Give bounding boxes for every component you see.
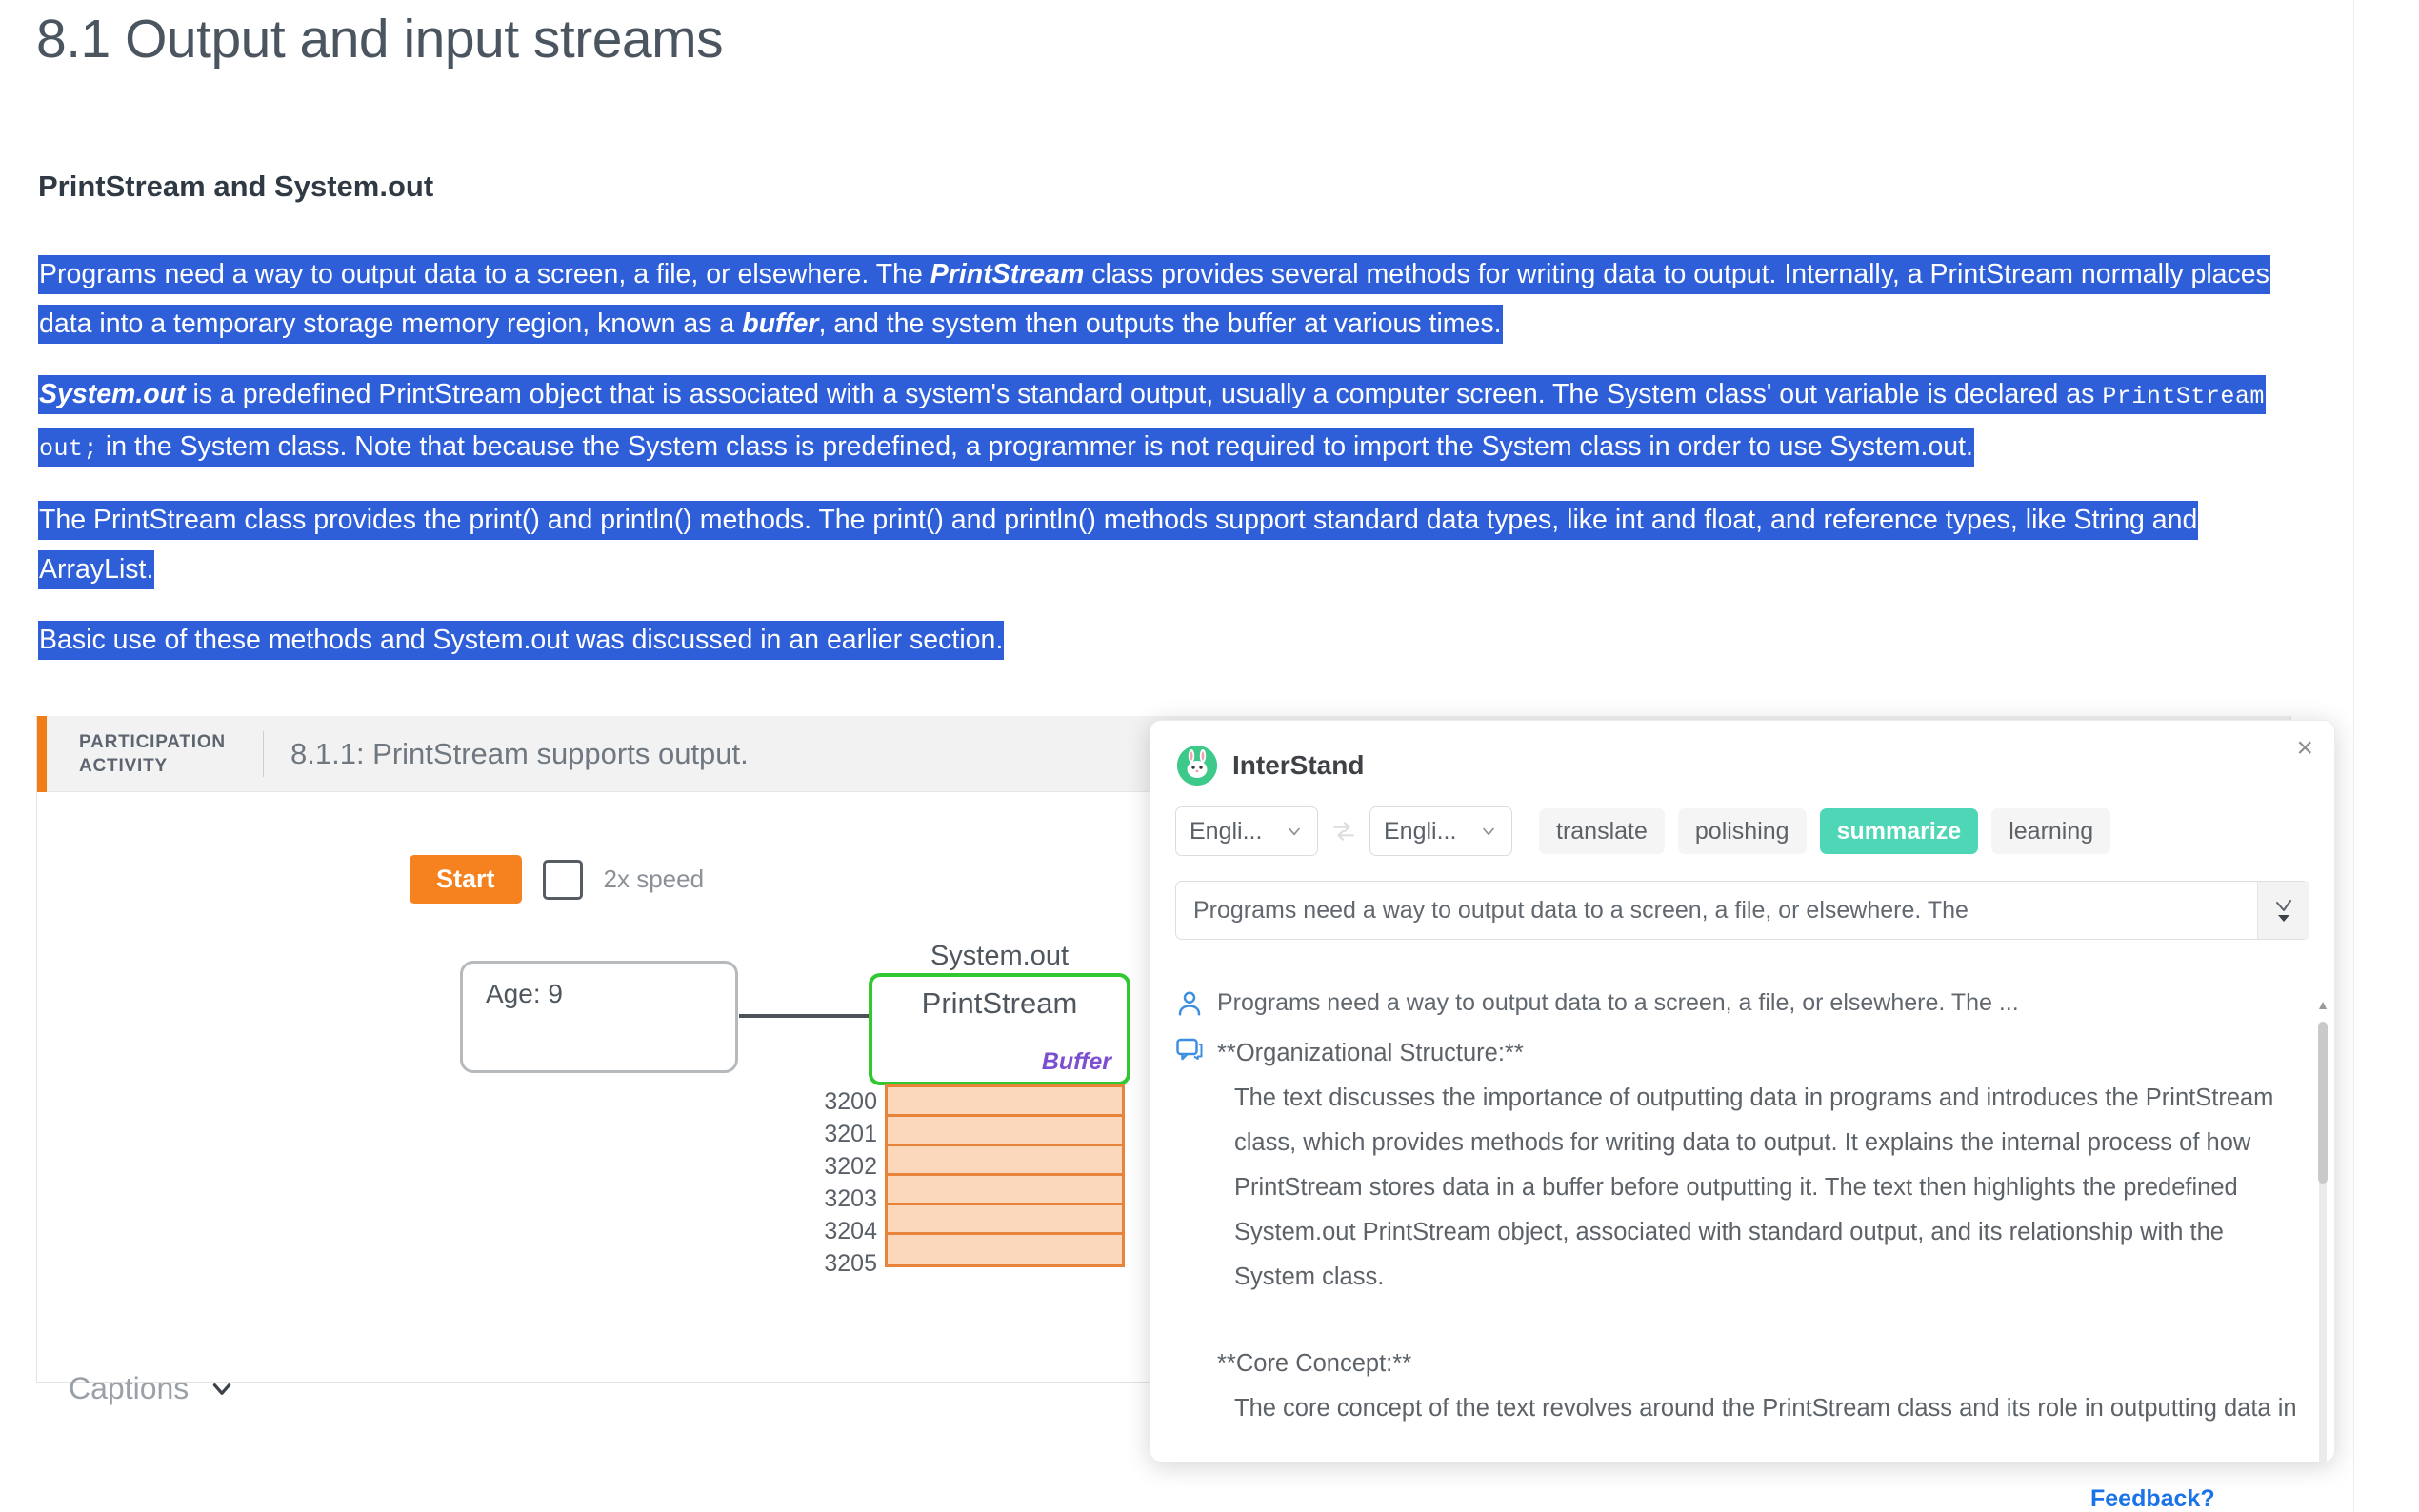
user-icon [1178,991,1201,1016]
paragraph-4: Basic use of these methods and System.ou… [38,615,2300,665]
spinner-arrows-icon [2275,900,2291,922]
buffer-address-label: 3200 [824,1088,877,1115]
start-button[interactable]: Start [410,855,522,904]
connector-line [739,1014,870,1018]
mode-chip-polishing[interactable]: polishing [1677,808,1807,854]
section-spacer [1217,1300,2309,1342]
chevron-down-icon [1483,827,1494,836]
emphasized-term: buffer [742,308,819,339]
mode-chip-summarize[interactable]: summarize [1819,808,1979,854]
paragraph-1: Programs need a way to output data to a … [38,249,2300,348]
ai-message-row: **Organizational Structure:** The text di… [1175,1031,2309,1441]
activity-kicker-line2: ACTIVITY [79,755,168,776]
object-box-text: Age: 9 [486,979,563,1008]
interstand-logo-icon [1177,746,1217,786]
page-title: 8.1 Output and input streams [36,9,724,70]
activity-title: 8.1.1: PrintStream supports output. [290,736,749,770]
target-language-value: Engli... [1384,817,1457,845]
buffer-row [888,1235,1122,1264]
buffer-row [888,1205,1122,1235]
buffer-address-label: 3205 [824,1250,877,1277]
paragraph-text-run: in the System class. Note that because t… [98,431,1973,462]
printstream-title: PrintStream [921,986,1078,1020]
speed-checkbox[interactable] [542,859,583,900]
panel-conversation: Programs need a way to output data to a … [1175,985,2309,1441]
paragraph-text-run: class provides several methods for writi… [39,259,2269,339]
swap-languages-icon[interactable] [1331,819,1356,844]
mode-chip-group: translate polishing summarize learning [1539,808,2111,854]
panel-brand: InterStand [1150,721,2334,786]
paragraph-2: System.out is a predefined PrintStream o… [38,369,2300,474]
ai-section-body: The core concept of the text revolves ar… [1234,1395,2297,1441]
user-message-row: Programs need a way to output data to a … [1175,985,2309,1020]
chat-bubble-icon [1176,1038,1203,1061]
feedback-link[interactable]: Feedback? [2090,1485,2215,1512]
close-icon[interactable]: × [2296,732,2313,764]
scroll-track[interactable] [2319,1022,2327,1462]
target-language-select[interactable]: Engli... [1369,806,1512,856]
source-language-select[interactable]: Engli... [1175,806,1318,856]
ai-response-body: **Organizational Structure:** The text di… [1217,1031,2309,1441]
selected-text-highlight: Programs need a way to output data to a … [38,255,2270,344]
ai-section-heading: **Core Concept:** [1217,1350,1412,1377]
page-right-rule [2353,0,2354,1512]
mode-chip-translate[interactable]: translate [1539,808,1665,854]
emphasized-term: System.out [39,379,186,409]
paragraph-text-run: Basic use of these methods and System.ou… [39,625,1004,655]
chevron-down-icon [213,1383,231,1395]
interstand-panel: × InterStand Engli... [1150,720,2335,1462]
panel-input-row [1175,881,2309,940]
animation-controls: Start 2x speed [410,855,704,904]
paragraph-text-run: is a predefined PrintStream object that … [185,379,2103,409]
buffer-row [888,1176,1122,1205]
article-body: Programs need a way to output data to a … [38,249,2300,686]
input-spinner[interactable] [2257,882,2309,939]
buffer-address-label: 3201 [824,1121,877,1147]
activity-divider [263,730,264,777]
activity-accent-bar [37,716,47,792]
buffer-row [888,1146,1122,1176]
panel-toolbar: Engli... Engli... translate polishing summ… [1150,786,2334,856]
section-subtitle: PrintStream and System.out [38,169,434,203]
captions-toggle[interactable]: Captions [69,1371,234,1406]
buffer-grid [885,1084,1125,1267]
buffer-row [888,1117,1122,1146]
user-message-text: Programs need a way to output data to a … [1217,989,2019,1016]
mode-chip-learning[interactable]: learning [1991,808,2111,854]
paragraph-3: The PrintStream class provides the print… [38,495,2300,594]
activity-kicker: PARTICIPATION ACTIVITY [79,730,255,778]
stream-reference-label: System.out [930,941,1070,971]
buffer-address-label: 3204 [824,1218,877,1244]
panel-scrollbar[interactable]: ▲ ▼ [2315,997,2329,1462]
scroll-thumb[interactable] [2318,1022,2328,1184]
emphasized-term: PrintStream [930,259,1085,289]
code-inline: PrintStream out; [39,383,2265,463]
buffer-row [888,1087,1122,1117]
object-box: Age: 9 [460,961,738,1073]
buffer-label: Buffer [1041,1048,1111,1075]
paragraph-text-run: Programs need a way to output data to a … [39,259,930,289]
panel-brand-name: InterStand [1232,750,1365,780]
buffer-address-label: 3202 [824,1153,877,1180]
scroll-up-arrow[interactable]: ▲ [2316,997,2329,1012]
translate-input[interactable] [1176,896,2257,925]
activity-kicker-line1: PARTICIPATION [79,731,226,752]
selected-text-highlight: Basic use of these methods and System.ou… [38,621,1005,660]
buffer-address-label: 3203 [824,1185,877,1212]
selected-text-highlight: The PrintStream class provides the print… [38,501,2199,589]
paragraph-text-run: The PrintStream class provides the print… [39,505,2198,585]
printstream-box: PrintStream Buffer [869,973,1130,1085]
selected-text-highlight: System.out is a predefined PrintStream o… [38,375,2266,467]
paragraph-text-run: , and the system then outputs the buffer… [818,308,1502,339]
speed-label: 2x speed [603,865,705,893]
chevron-down-icon [1289,827,1300,836]
ai-section-body: The text discusses the importance of out… [1234,1084,2274,1290]
bunny-glyph [1177,746,1217,786]
captions-label: Captions [69,1371,190,1405]
ai-section-heading: **Organizational Structure:** [1217,1040,1524,1066]
source-language-value: Engli... [1190,817,1263,845]
